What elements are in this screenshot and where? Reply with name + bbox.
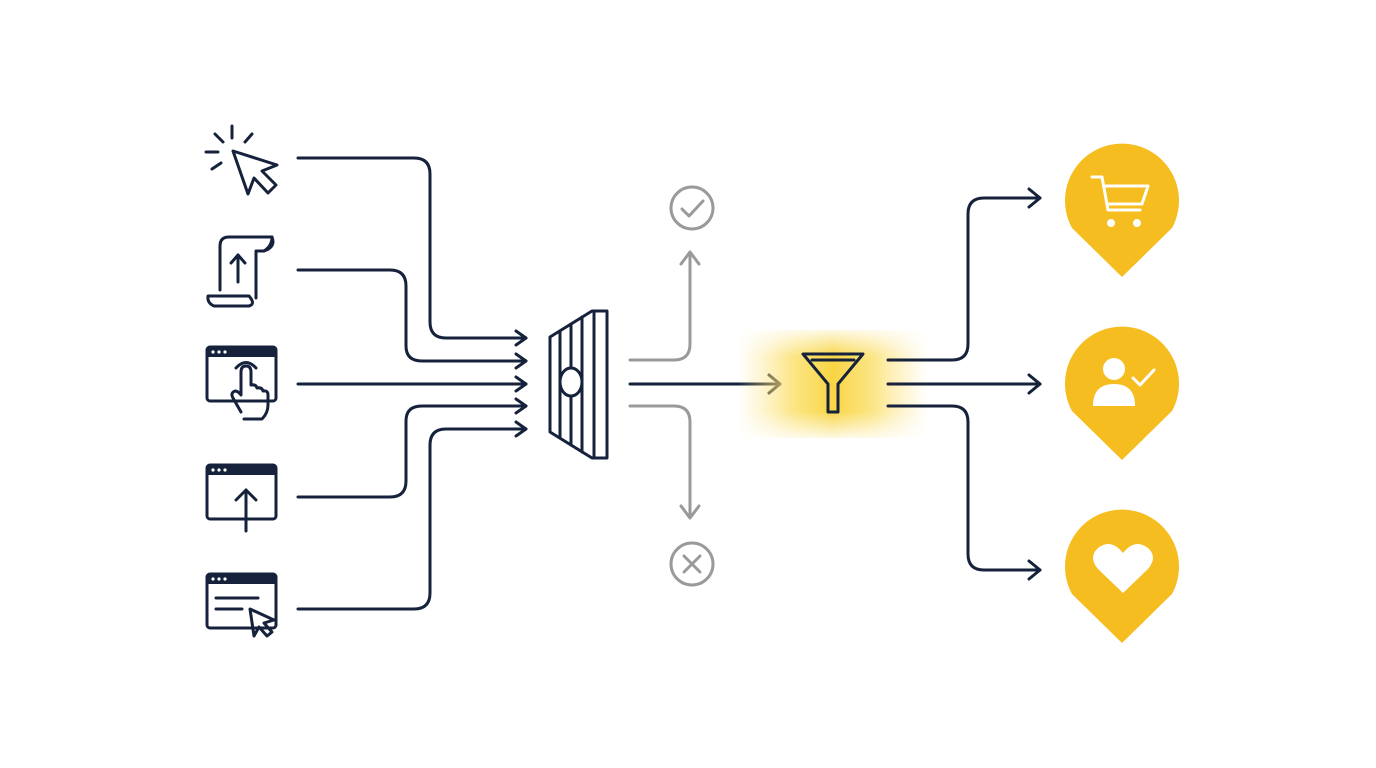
filter-grate-icon: [548, 309, 609, 460]
x-circle-icon: [669, 541, 715, 587]
inbound-connectors: [296, 156, 528, 611]
document-upload-icon: [206, 235, 275, 308]
check-circle-icon: [669, 185, 715, 231]
reject-branch: [628, 404, 715, 587]
output-pin-heart: [1065, 509, 1180, 643]
outbound-connectors: [886, 187, 1042, 581]
browser-upload-icon: [205, 463, 278, 533]
output-pin-user: [1065, 326, 1180, 460]
funnel-icon: [801, 352, 865, 414]
browser-touch-icon: [205, 345, 278, 421]
user-check-icon: [1093, 358, 1156, 406]
connector-1: [296, 156, 528, 340]
heart-icon: [1093, 544, 1153, 593]
connector-5: [296, 427, 528, 611]
browser-form-cursor-icon: [205, 572, 278, 638]
shopping-cart-icon: [1090, 175, 1150, 227]
connector-4: [296, 404, 528, 499]
accept-branch: [628, 185, 715, 362]
connector-2: [296, 268, 528, 363]
cursor-click-icon: [204, 124, 279, 196]
output-pin-cart: [1065, 143, 1180, 277]
